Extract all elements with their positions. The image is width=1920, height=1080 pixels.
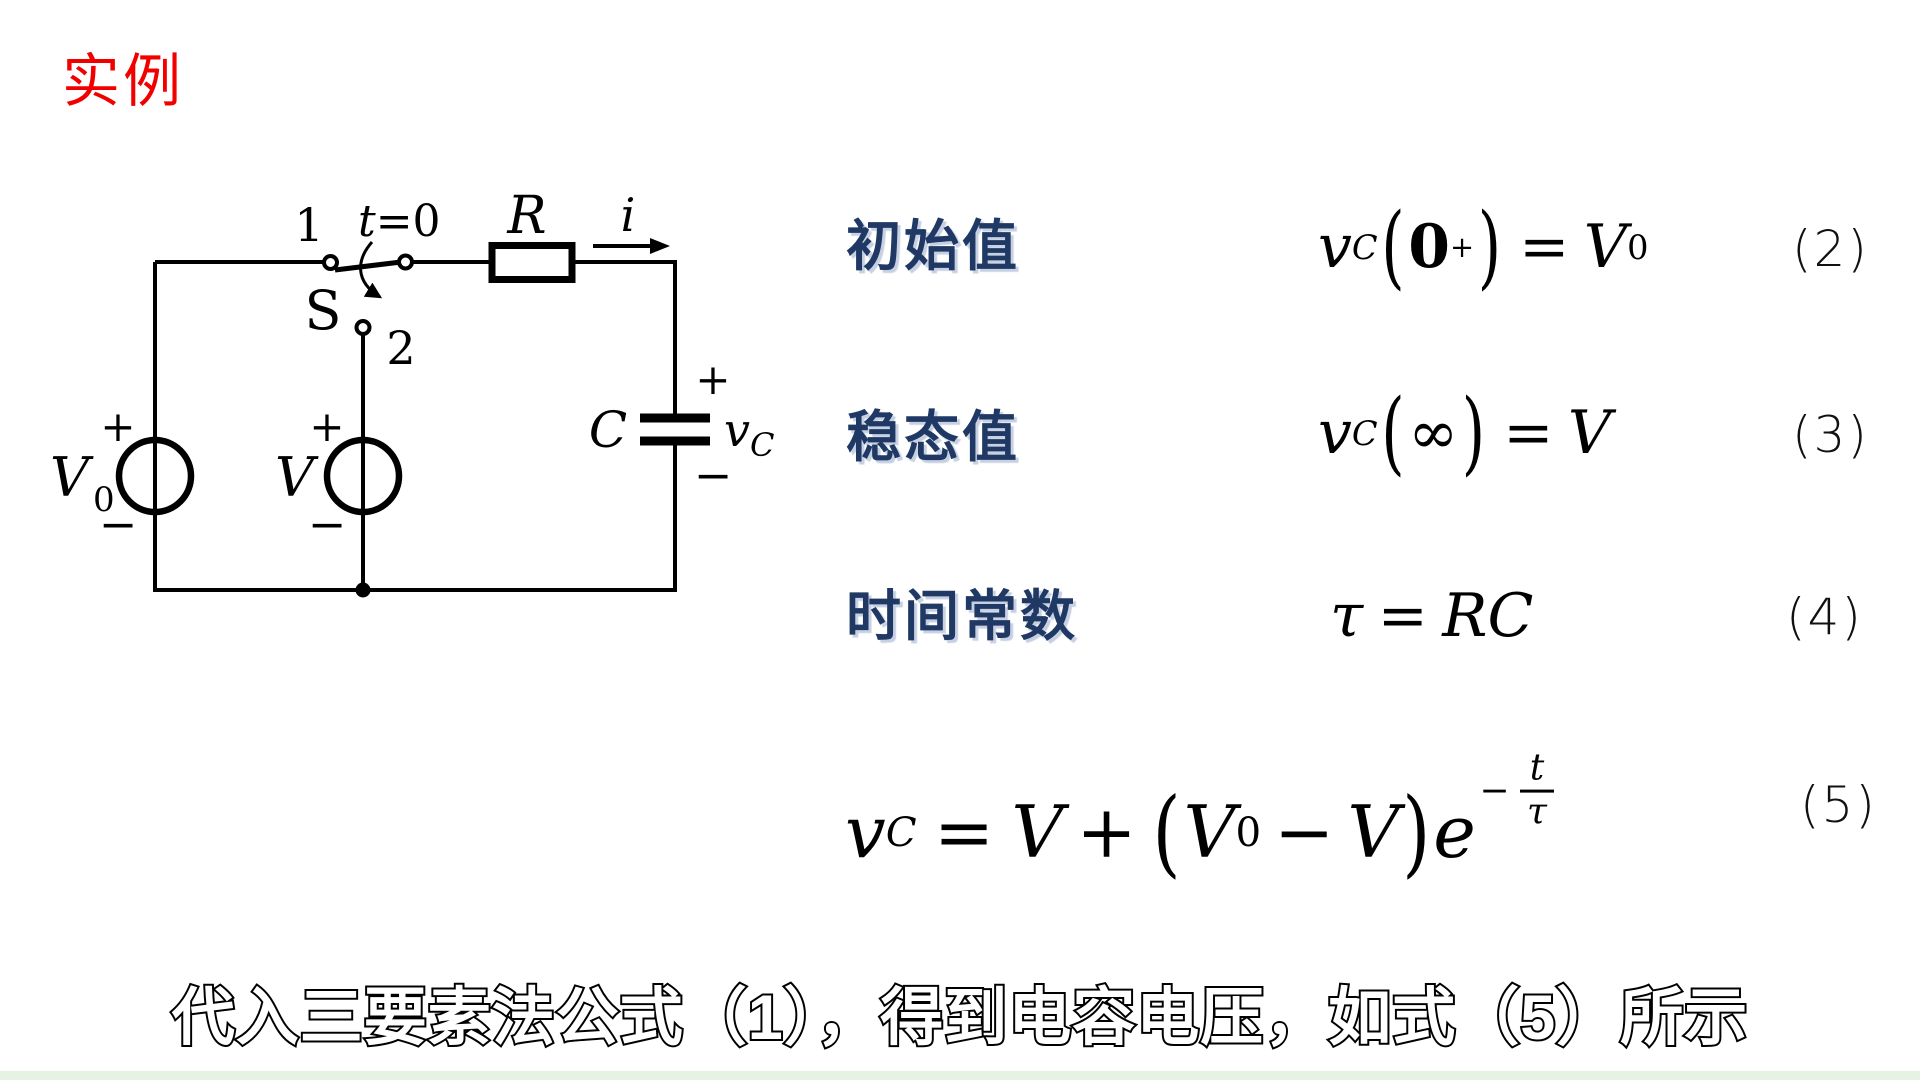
eq2-zero-plus-sub: + bbox=[1449, 230, 1475, 264]
eq3-infinity: ∞ bbox=[1408, 398, 1459, 468]
eq5-exp-denominator: τ bbox=[1527, 791, 1547, 833]
eq4-equals: = bbox=[1377, 581, 1428, 651]
vc-symbol: v bbox=[724, 403, 750, 457]
source-v-minus: − bbox=[308, 497, 347, 551]
eq5-equals: = bbox=[933, 790, 995, 874]
eq2-v: v bbox=[1318, 212, 1352, 282]
page-title: 实例 bbox=[62, 49, 185, 114]
switch-contact-right bbox=[397, 253, 414, 271]
eq5-rparen: ) bbox=[1402, 776, 1431, 888]
equation-4-number: (4) bbox=[1786, 588, 1863, 646]
eq3-v-sub: C bbox=[1351, 413, 1378, 453]
resistor-body bbox=[488, 242, 576, 283]
equation-2-number: (2) bbox=[1792, 220, 1869, 278]
switch-blade bbox=[334, 259, 402, 273]
switch-motion-arrow bbox=[359, 241, 383, 299]
cap-plus-sign: + bbox=[695, 355, 730, 404]
eq5-V1: V bbox=[1011, 790, 1064, 874]
cap-voltage-label: vC bbox=[724, 403, 774, 464]
source-v0-subscript: 0 bbox=[93, 480, 115, 520]
eq4-tau: τ bbox=[1330, 581, 1364, 651]
source-v-circle bbox=[323, 436, 403, 516]
eq3-v: v bbox=[1318, 398, 1352, 468]
cap-minus-sign: − bbox=[694, 448, 733, 502]
t-eq-zero: =0 bbox=[376, 196, 441, 247]
equation-5-number: (5) bbox=[1800, 776, 1877, 834]
switch-contact-2 bbox=[354, 319, 372, 336]
eq4-RC: RC bbox=[1442, 581, 1534, 651]
eq5-v-sub: C bbox=[885, 808, 917, 856]
eq5-lparen: ( bbox=[1152, 776, 1181, 888]
eq5-v: v bbox=[845, 790, 886, 874]
node1-label: 1 bbox=[294, 198, 323, 252]
capacitor-label: C bbox=[589, 401, 627, 459]
equation-3-number: (3) bbox=[1792, 406, 1869, 464]
switch-label: S bbox=[305, 279, 342, 342]
initial-value-label: 初始值 bbox=[846, 215, 1021, 277]
eq2-V-sub: 0 bbox=[1627, 227, 1649, 267]
circuit-diagram: 1 t=0 S 2 R i C + vC − + V 0 − + V − bbox=[50, 186, 774, 598]
vc-subscript: C bbox=[750, 426, 774, 464]
source-v-plus: + bbox=[309, 402, 344, 451]
eq2-rparen: ) bbox=[1477, 193, 1502, 301]
time-constant-label: 时间常数 bbox=[846, 585, 1079, 647]
eq3-equals: = bbox=[1503, 398, 1554, 468]
circuit-wires bbox=[153, 260, 677, 592]
source-v0-plus: + bbox=[100, 402, 135, 451]
eq5-exp-fraction: t τ bbox=[1519, 749, 1555, 833]
equation-time-constant: τ = RC bbox=[1330, 581, 1533, 651]
eq5-plus: + bbox=[1076, 790, 1137, 874]
eq2-lparen: ( bbox=[1381, 193, 1405, 301]
eq2-zero: 0 bbox=[1408, 212, 1450, 282]
eq2-V: V bbox=[1583, 212, 1628, 282]
switch-time-label: t=0 bbox=[358, 196, 441, 247]
node2-label: 2 bbox=[386, 321, 415, 375]
source-v-label: V bbox=[275, 446, 319, 509]
eq5-e: e bbox=[1433, 790, 1476, 874]
current-label: i bbox=[621, 188, 636, 242]
eq5-V2: V bbox=[1347, 790, 1400, 874]
steady-state-label: 稳态值 bbox=[846, 406, 1021, 468]
resistor-label: R bbox=[506, 186, 546, 246]
eq5-V0-sub: 0 bbox=[1235, 808, 1262, 856]
eq3-rparen: ) bbox=[1461, 379, 1486, 487]
current-arrow-head bbox=[650, 238, 670, 254]
eq5-exp-numerator: t bbox=[1519, 749, 1555, 793]
subtitle-caption: 代入三要素法公式（1），得到电容电压，如式（5）所示 bbox=[170, 981, 1750, 1055]
eq2-equals: = bbox=[1519, 212, 1570, 282]
eq3-V: V bbox=[1567, 398, 1612, 468]
source-v0-circle bbox=[115, 436, 195, 516]
eq5-V0: V bbox=[1183, 790, 1236, 874]
bottom-strip bbox=[0, 1071, 1920, 1080]
switch-contact-1 bbox=[322, 254, 339, 271]
eq3-lparen: ( bbox=[1381, 379, 1405, 487]
source-v0-label: V bbox=[50, 446, 94, 509]
eq5-exp-minus: − bbox=[1479, 770, 1510, 812]
junction-dot bbox=[355, 582, 371, 598]
eq5-exponent: − t τ bbox=[1479, 749, 1555, 833]
t-symbol: t bbox=[358, 196, 376, 247]
source-v0-minus: − bbox=[99, 497, 138, 551]
eq2-v-sub: C bbox=[1351, 227, 1378, 267]
eq5-minus: − bbox=[1274, 790, 1335, 874]
